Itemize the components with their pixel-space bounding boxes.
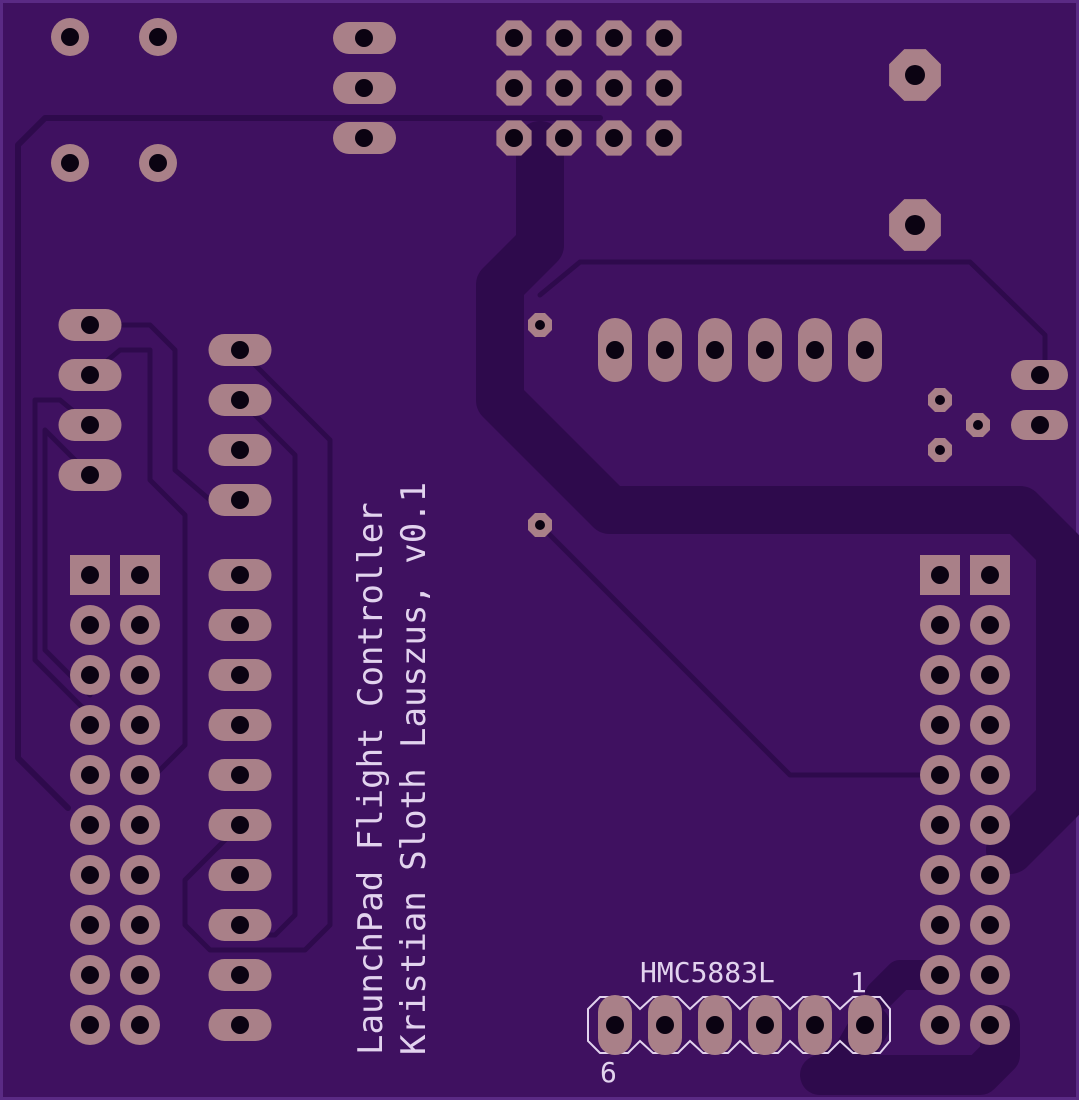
pads-6pin-header-middle — [598, 318, 882, 382]
silk-author: Kristian Sloth Lauszus, v0.1 — [394, 482, 434, 1055]
silk-pin-6-label: 6 — [600, 1056, 617, 1089]
pads-top-left-switch — [51, 18, 177, 182]
hmc5883l-footprint — [587, 995, 891, 1055]
pads-3pin-header — [333, 22, 396, 154]
pads-left-4pin-header — [58, 309, 122, 491]
pads-left-2x10-header — [70, 555, 160, 1045]
vias — [528, 313, 990, 537]
silk-pin-1-label: 1 — [850, 966, 867, 999]
pads-right-2pin — [1011, 360, 1068, 440]
silk-title: LaunchPad Flight Controller — [351, 502, 391, 1055]
pads-3x4-header — [496, 20, 682, 156]
pads-right-2x10-header — [920, 555, 1010, 1045]
silk-component-label: HMC5883L — [640, 956, 775, 989]
pads-oval-column — [208, 334, 272, 1041]
traces — [15, 115, 1079, 1095]
pads-mounting — [889, 49, 941, 251]
